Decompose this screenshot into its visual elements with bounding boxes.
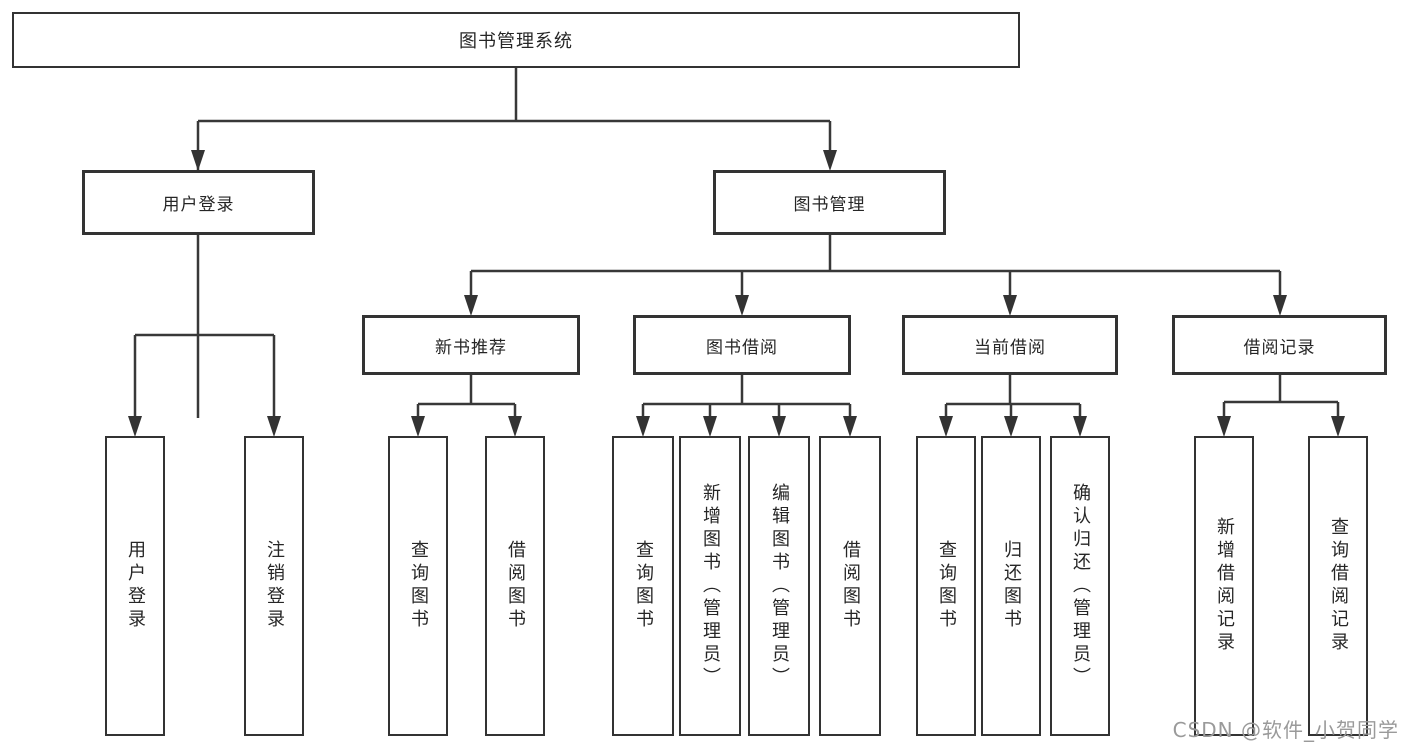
arrowhead [508,416,522,437]
leaf-current-query-books: 查询图书 [916,436,976,736]
node-book-management: 图书管理 [713,170,946,235]
leaf-current-query-books-label: 查询图书 [936,540,957,632]
leaf-recommend-borrow-books: 借阅图书 [485,436,545,736]
leaf-add-borrow-record-label: 新增借阅记录 [1214,517,1235,655]
leaf-add-books-admin: 新增图书（管理员） [679,436,741,736]
leaf-query-borrow-record: 查询借阅记录 [1308,436,1368,736]
arrowhead [1217,416,1231,437]
arrowhead [843,416,857,437]
node-root-label: 图书管理系统 [459,31,573,52]
leaf-user-login-label: 用户登录 [125,540,146,632]
leaf-recommend-query-books: 查询图书 [388,436,448,736]
arrowhead [1004,416,1018,437]
leaf-edit-books-admin-label: 编辑图书（管理员） [769,482,790,690]
leaf-user-login: 用户登录 [105,436,165,736]
arrowhead [1073,416,1087,437]
node-book-borrow: 图书借阅 [633,315,851,375]
arrowhead [1003,295,1017,316]
node-book-management-label: 图书管理 [793,195,866,215]
arrowhead [1331,416,1345,437]
leaf-borrow-query-books-label: 查询图书 [633,540,654,632]
arrowhead [735,295,749,316]
leaf-borrow-query-books: 查询图书 [612,436,674,736]
watermark: CSDN @软件_小贺同学 [1172,718,1399,742]
leaf-logout-label: 注销登录 [264,540,285,632]
node-root: 图书管理系统 [12,12,1020,68]
leaf-logout: 注销登录 [244,436,304,736]
arrowhead [703,416,717,437]
leaf-borrow-books: 借阅图书 [819,436,881,736]
arrowhead [191,150,205,171]
leaf-return-books-label: 归还图书 [1001,540,1022,632]
arrowhead [128,416,142,437]
leaf-add-borrow-record: 新增借阅记录 [1194,436,1254,736]
node-new-book-recommend-label: 新书推荐 [435,337,507,358]
leaf-recommend-query-books-label: 查询图书 [408,540,429,632]
arrowheads [128,150,1345,437]
arrowhead [939,416,953,437]
node-user-login-label: 用户登录 [162,195,235,215]
leaf-query-borrow-record-label: 查询借阅记录 [1328,517,1349,655]
leaf-recommend-borrow-books-label: 借阅图书 [505,540,526,632]
arrowhead [772,416,786,437]
arrowhead [1273,295,1287,316]
leaf-edit-books-admin: 编辑图书（管理员） [748,436,810,736]
node-borrow-records: 借阅记录 [1172,315,1387,375]
leaf-add-books-admin-label: 新增图书（管理员） [700,482,721,690]
arrowhead [464,295,478,316]
arrowhead [823,150,837,171]
leaf-return-books: 归还图书 [981,436,1041,736]
node-book-borrow-label: 图书借阅 [706,337,778,358]
node-user-login: 用户登录 [82,170,315,235]
leaf-confirm-return-admin: 确认归还（管理员） [1050,436,1110,736]
connector-paths [133,68,1340,418]
leaf-borrow-books-label: 借阅图书 [840,540,861,632]
arrowhead [411,416,425,437]
arrowhead [267,416,281,437]
node-borrow-records-label: 借阅记录 [1243,337,1316,358]
node-new-book-recommend: 新书推荐 [362,315,580,375]
node-current-borrow-label: 当前借阅 [974,337,1046,358]
leaf-confirm-return-admin-label: 确认归还（管理员） [1070,482,1091,690]
node-current-borrow: 当前借阅 [902,315,1118,375]
arrowhead [636,416,650,437]
